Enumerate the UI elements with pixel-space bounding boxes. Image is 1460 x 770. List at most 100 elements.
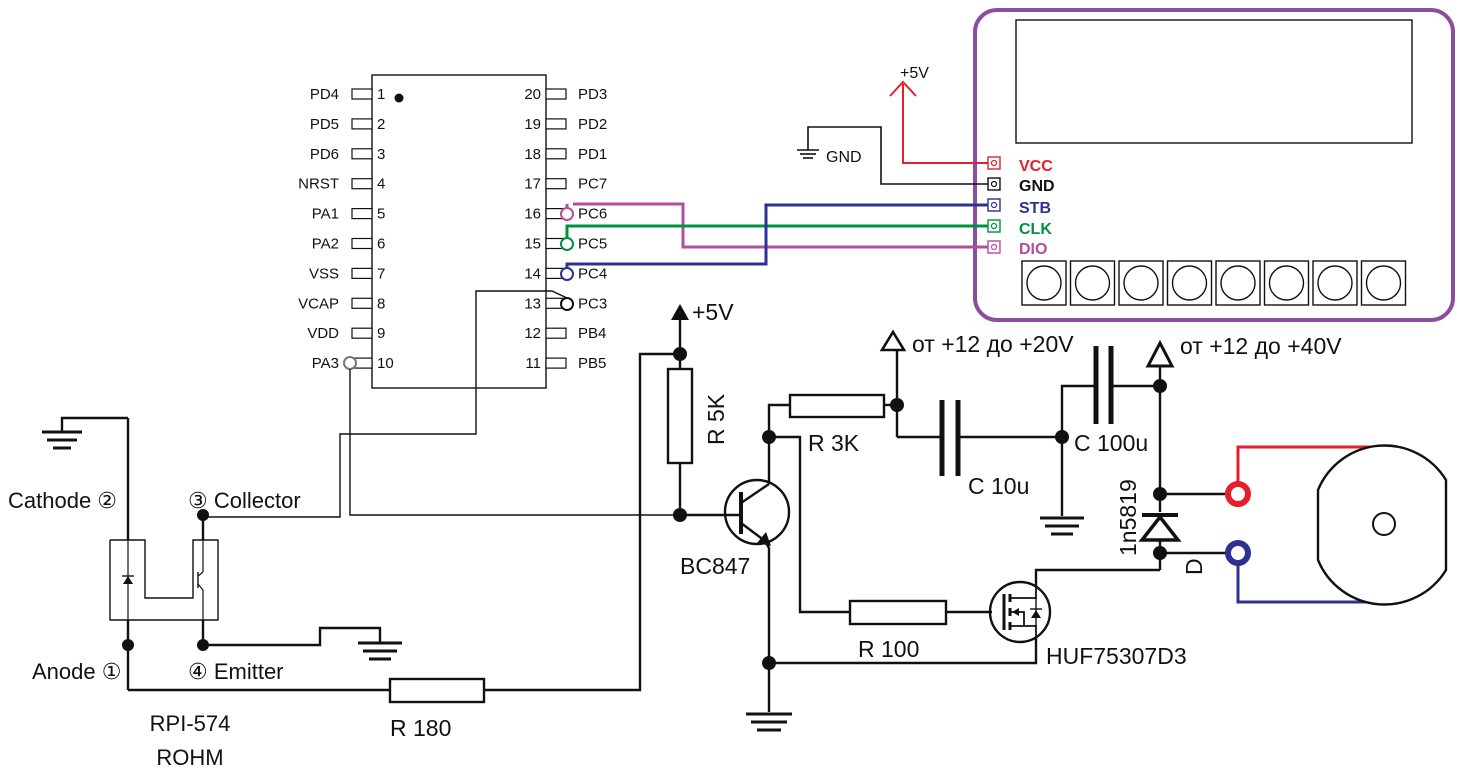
mcu-pad-8 <box>351 297 373 309</box>
r5k-body <box>666 367 694 465</box>
pa3-to-base-wire <box>349 369 680 516</box>
supply2-arrow <box>1145 339 1175 368</box>
mcu-pin-name: PA1 <box>312 206 339 223</box>
r180-body <box>388 677 486 704</box>
pin1-marker <box>394 93 404 103</box>
bc847-emitter-wire <box>763 540 771 712</box>
mcu-pin-name: PD6 <box>310 146 339 163</box>
motor-plus-terminal <box>1225 481 1251 507</box>
supply1-arrow <box>879 329 907 352</box>
mcu-pad-6 <box>351 237 373 250</box>
c100u-left-wire <box>1060 384 1094 437</box>
mcu-pad-5 <box>351 208 373 220</box>
gnd-label: GND <box>1019 178 1055 195</box>
diode-triangle <box>1138 514 1182 542</box>
mcu-pin-number: 14 <box>524 265 541 282</box>
r100-left-wire <box>769 435 850 614</box>
mcu-pin-name: PD4 <box>310 86 339 103</box>
display-module: VCC GND STB CLK DIO <box>973 8 1455 322</box>
mcu-pin-name: PD1 <box>578 146 607 163</box>
r100-body <box>848 599 948 626</box>
vcc5-node <box>673 347 687 361</box>
data-bus-wires <box>565 202 988 268</box>
bc847-label: BC847 <box>680 553 750 579</box>
mcu-pin-number: 12 <box>524 325 541 342</box>
display-button[interactable] <box>1021 260 1067 306</box>
pc6-pin-end <box>560 207 574 221</box>
display-button[interactable] <box>1360 260 1407 306</box>
sensor-maker-label: ROHM <box>156 745 223 770</box>
bc847-emitter-arrow <box>757 532 771 546</box>
mcu-pin-number: 17 <box>524 176 541 193</box>
mcu-pad-1 <box>351 88 373 100</box>
display-buttons <box>1021 260 1407 306</box>
mcu-pad-17 <box>545 178 567 190</box>
optical-sensor: Cathode ② Anode ① ③ Collector ④ Emitter … <box>8 416 301 770</box>
mcu-pin-number: 20 <box>524 86 541 103</box>
mcu-pad-7 <box>351 267 373 279</box>
display-button[interactable] <box>1069 260 1116 306</box>
mcu-pin-number: 1 <box>377 86 385 103</box>
mosfet-circle <box>988 580 1052 644</box>
r180-label: R 180 <box>390 715 451 741</box>
led-triangle <box>123 576 133 584</box>
mcu-pin-number: 5 <box>377 206 385 223</box>
dio-label: DIO <box>1019 241 1047 258</box>
mcu-pin-number: 18 <box>524 146 541 163</box>
display-button-cap <box>1317 265 1353 301</box>
mcu-pin-name: NRST <box>298 176 339 193</box>
mcu-body <box>371 74 547 389</box>
mcu-pin-number: 9 <box>377 325 385 342</box>
display-button[interactable] <box>1118 260 1164 306</box>
mosfet-label: HUF75307D3 <box>1046 643 1187 669</box>
sensor-part-label: RPI-574 <box>150 711 231 736</box>
mcu-pin-name: PC3 <box>578 295 607 312</box>
flyback-diode: 1n5819 D <box>1034 479 1232 586</box>
r180-right-wire <box>484 352 680 692</box>
display-button[interactable] <box>1263 260 1310 306</box>
mcu-pin-number: 6 <box>377 236 385 253</box>
mcu-pin-name: VCAP <box>298 295 339 312</box>
display-button-cap <box>1220 265 1256 301</box>
gnd-wire <box>807 126 988 185</box>
mcu-pin-number: 19 <box>524 116 541 133</box>
stb-pad-hole <box>990 201 998 209</box>
display-button[interactable] <box>1166 260 1213 306</box>
mcu-pad-19 <box>545 118 567 130</box>
mcu-pad-3 <box>351 148 373 160</box>
display-button-cap <box>1171 265 1208 301</box>
supply2-label: от +12 до +40V <box>1180 333 1342 359</box>
r3k-label: R 3K <box>808 430 860 456</box>
clk-label: CLK <box>1019 221 1052 238</box>
mcu-pad-11 <box>545 357 567 369</box>
display-gnd-label: GND <box>826 149 862 166</box>
mosfet-diode-tri <box>1031 610 1041 618</box>
display-button[interactable] <box>1312 260 1358 306</box>
r5k-label: R 5K <box>703 393 729 445</box>
mcu-pad-20 <box>545 88 567 100</box>
pc4-pin-end <box>560 267 574 281</box>
display-button-cap <box>1123 265 1159 301</box>
dio-pad <box>987 240 1001 254</box>
bc847-collector-line <box>740 483 770 504</box>
mosfet-drain-wire <box>1034 568 1160 586</box>
sensor-body <box>109 539 219 621</box>
display-button[interactable] <box>1215 260 1261 306</box>
mcu-pin-name: PC4 <box>578 265 607 282</box>
vcc5-arrow <box>671 304 689 320</box>
supply1-label: от +12 до +20V <box>912 331 1074 357</box>
mcu-pin-number: 15 <box>524 236 541 253</box>
mcu-pin-name: PB5 <box>578 355 606 372</box>
collector-label: ③ Collector <box>188 488 301 513</box>
mcu-pin-name: PA2 <box>312 236 339 253</box>
display-power-wires: +5V GND <box>797 65 988 185</box>
vcc-pad <box>987 156 1001 170</box>
mcu-pin-number: 10 <box>377 355 394 372</box>
vcc-wire <box>902 84 988 164</box>
mcu-pin-name: PA3 <box>312 355 339 372</box>
mosfet-huf75307d3: HUF75307D3 <box>988 580 1187 669</box>
dio-pad-hole <box>990 243 998 251</box>
mcu-pin-number: 16 <box>524 206 541 223</box>
